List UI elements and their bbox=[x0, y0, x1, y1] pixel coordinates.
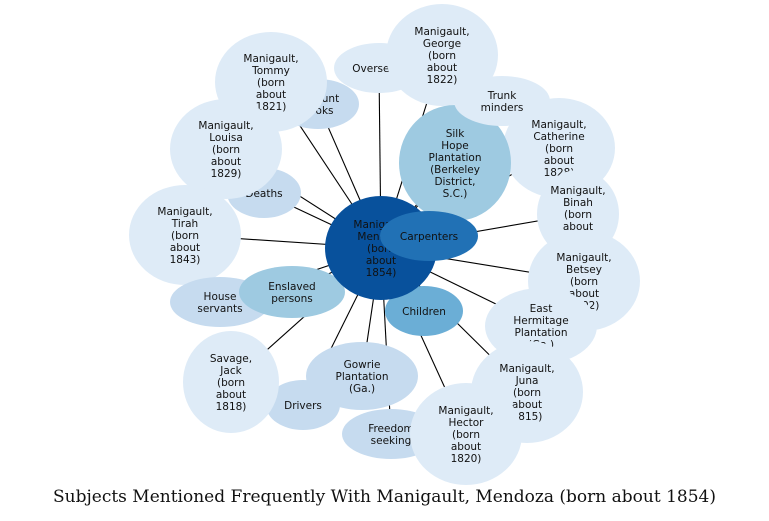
node-bubble bbox=[380, 211, 478, 261]
node-bubble bbox=[410, 383, 522, 485]
node-bubble bbox=[386, 4, 498, 106]
node-bubble bbox=[170, 99, 282, 199]
node-bubble bbox=[183, 331, 279, 433]
node-bubble bbox=[306, 342, 418, 410]
node-carpenters[interactable]: Carpenters bbox=[380, 211, 478, 261]
node-bubble bbox=[239, 266, 345, 318]
node-bubble bbox=[454, 76, 550, 126]
node-children[interactable]: Children bbox=[385, 286, 463, 336]
node-bubble bbox=[129, 185, 241, 285]
diagram-title: Subjects Mentioned Frequently With Manig… bbox=[53, 487, 716, 507]
node-label: Carpenters bbox=[400, 231, 458, 243]
nodes-group: AccountbooksManigault,Tommy(bornabout182… bbox=[129, 4, 640, 485]
node-label: Children bbox=[402, 306, 446, 318]
node-label: Drivers bbox=[284, 400, 322, 412]
node-bubble bbox=[399, 105, 511, 221]
node-bubble bbox=[385, 286, 463, 336]
